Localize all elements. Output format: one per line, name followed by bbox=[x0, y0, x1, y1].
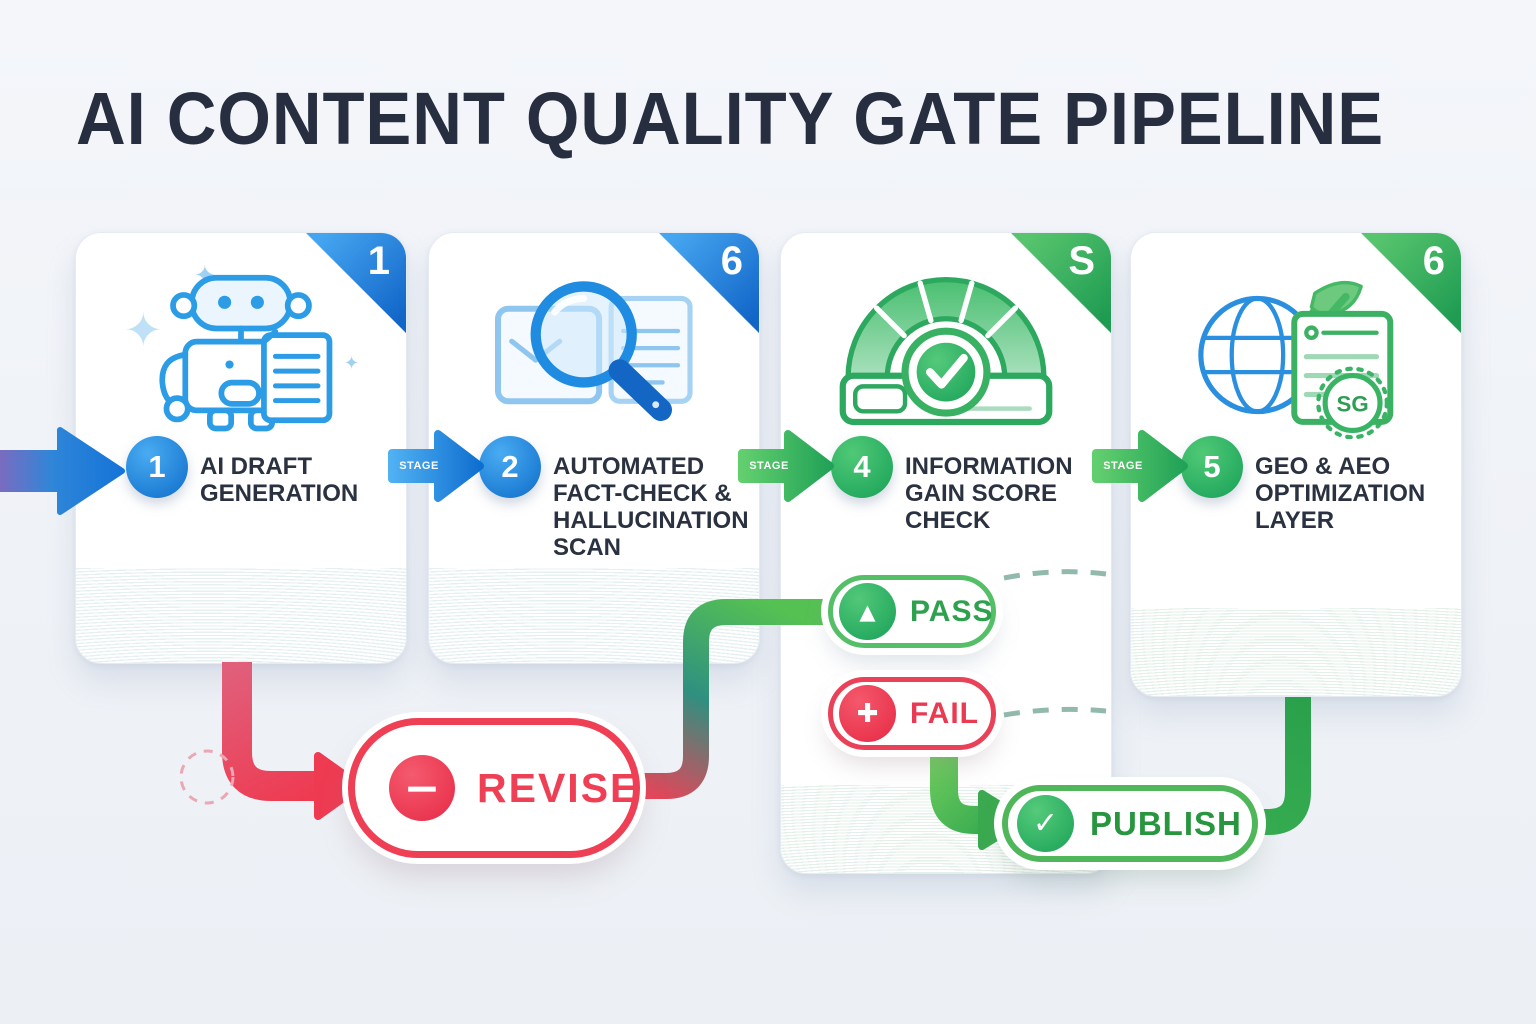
step-row: 2 AUTOMATED FACT-CHECK & HALLUCINATION S… bbox=[479, 436, 749, 561]
globe-document-seal-icon: SG bbox=[1131, 261, 1461, 439]
gauge-check-icon bbox=[781, 261, 1111, 436]
plus-icon: ✚ bbox=[839, 685, 896, 742]
stage-arrow-1 bbox=[388, 430, 484, 502]
step-number-badge: 4 bbox=[831, 436, 893, 498]
fail-pill: ✚ FAIL bbox=[828, 677, 996, 750]
stage-arrow-3 bbox=[1092, 430, 1188, 502]
triangle-icon: ▲ bbox=[839, 583, 896, 640]
corner-number: 6 bbox=[720, 239, 743, 283]
seal-text: SG bbox=[1336, 391, 1368, 416]
step-label: GEO & AEO OPTIMIZATION LAYER bbox=[1255, 453, 1426, 534]
step-number-badge: 5 bbox=[1181, 436, 1243, 498]
step-label: AUTOMATED FACT-CHECK & HALLUCINATION SCA… bbox=[553, 453, 749, 561]
stage-arrow-label: STAGE bbox=[399, 460, 439, 472]
dashed-line-pass bbox=[1003, 569, 1107, 581]
step-row: 5 GEO & AEO OPTIMIZATION LAYER bbox=[1181, 436, 1449, 534]
step-number-badge: 1 bbox=[126, 436, 188, 498]
pass-label: PASS bbox=[910, 594, 994, 628]
page-title: AI CONTENT QUALITY GATE PIPELINE bbox=[76, 77, 1385, 160]
corner-number: S bbox=[1068, 239, 1095, 283]
revise-connector bbox=[222, 662, 322, 801]
corner-number: 6 bbox=[1422, 239, 1445, 283]
revise-label: REVISE bbox=[477, 764, 640, 811]
sparkle-icon: ✦ bbox=[124, 303, 163, 357]
publish-label: PUBLISH bbox=[1090, 804, 1242, 842]
step-row: 1 AI DRAFT GENERATION bbox=[126, 436, 394, 507]
step-label: INFORMATION GAIN SCORE CHECK bbox=[905, 453, 1073, 534]
step-row: 4 INFORMATION GAIN SCORE CHECK bbox=[831, 436, 1099, 534]
check-icon: ✓ bbox=[1017, 795, 1074, 852]
publish-stage4-connector bbox=[1256, 697, 1311, 835]
minus-icon: − bbox=[389, 755, 455, 821]
magnifier-documents-icon bbox=[429, 261, 759, 436]
revise-arrowhead bbox=[314, 752, 364, 820]
stage-card-fact-check: 6 2 AUTOMATED FACT-CHECK & HALLUCINATION… bbox=[428, 232, 760, 664]
step-label: AI DRAFT GENERATION bbox=[200, 453, 359, 507]
robot-document-icon bbox=[76, 261, 406, 436]
entry-arrow bbox=[0, 427, 125, 515]
fail-publish-connector bbox=[930, 748, 984, 834]
sparkle-icon: ✦ bbox=[344, 353, 360, 374]
stage-arrow-2 bbox=[738, 430, 834, 502]
stage-arrow-label: STAGE bbox=[749, 460, 789, 472]
fail-label: FAIL bbox=[910, 696, 979, 730]
revise-pill: − REVISE bbox=[348, 718, 640, 858]
revise-pass-connector bbox=[640, 599, 840, 799]
step-number-badge: 2 bbox=[479, 436, 541, 498]
pass-pill: ▲ PASS bbox=[828, 575, 996, 648]
dashed-line-fail bbox=[1003, 706, 1107, 718]
stage-arrow-label: STAGE bbox=[1103, 460, 1143, 472]
dashed-circle-decor bbox=[179, 749, 235, 805]
corner-number: 1 bbox=[367, 239, 390, 283]
publish-pill: ✓ PUBLISH bbox=[1002, 785, 1258, 862]
